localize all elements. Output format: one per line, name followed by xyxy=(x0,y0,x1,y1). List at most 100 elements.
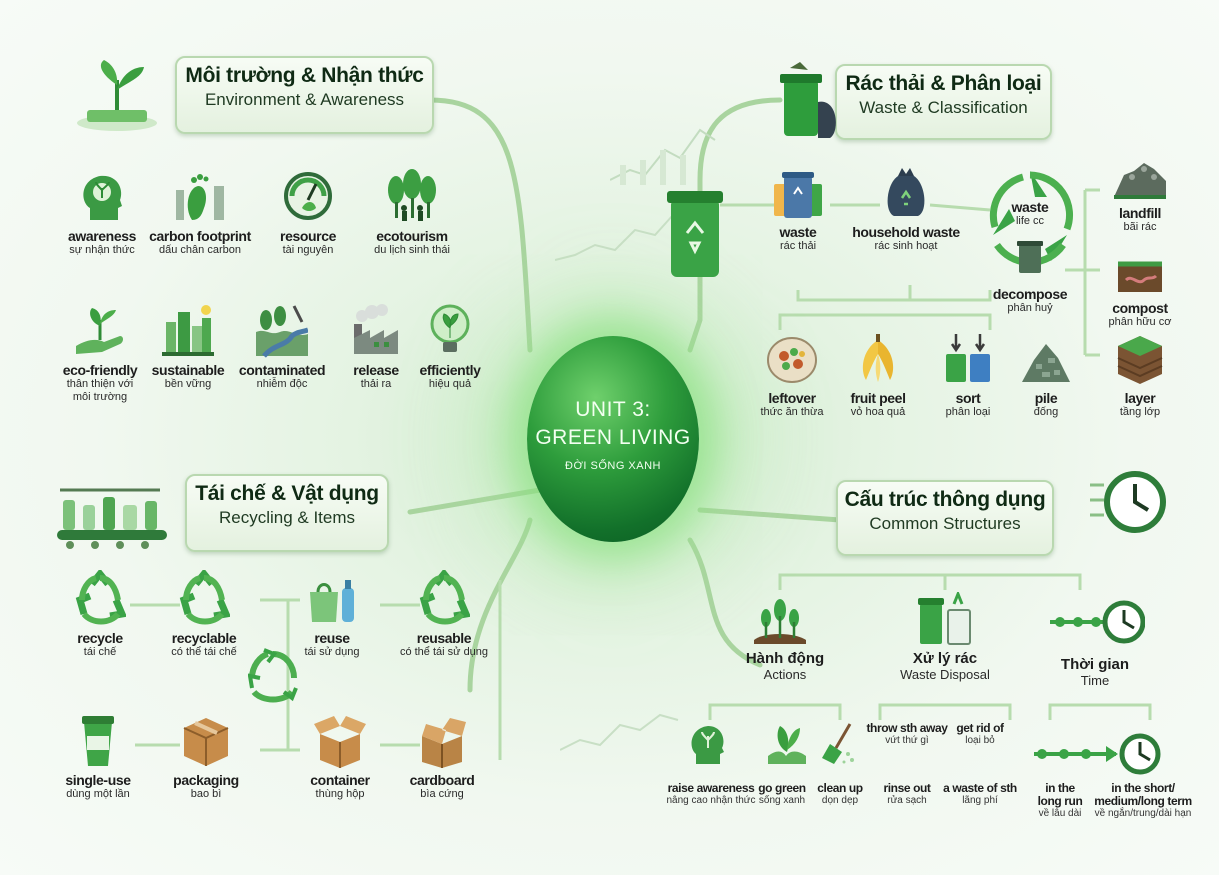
item-term: efficiently xyxy=(419,362,481,378)
item-translation: thùng hộp xyxy=(315,788,365,800)
item-term: cardboard xyxy=(409,772,475,788)
item-term: household waste xyxy=(852,224,960,240)
section-title-en: Common Structures xyxy=(869,514,1021,533)
clock-header-icon xyxy=(1090,471,1166,533)
item-term: sustainable xyxy=(151,362,225,378)
polluted-river-icon xyxy=(256,305,309,358)
item-term: awareness xyxy=(67,228,136,244)
soil-layer-icon xyxy=(1117,336,1163,384)
item-translation: phân hữu cơ xyxy=(1108,316,1172,328)
env-item-eco-friendly: eco-friendly thân thiện với môi trường xyxy=(40,302,160,404)
item-translation: nhiễm độc xyxy=(256,378,308,390)
conveyor-bottles-icon xyxy=(57,488,167,549)
cup-icon xyxy=(82,716,114,766)
waste-item-layer: layer tầng lớp xyxy=(1080,330,1200,419)
phrase-translation: sống xanh xyxy=(758,795,806,806)
item-translation: du lịch sinh thái xyxy=(374,244,450,256)
section-title-en: Waste & Classification xyxy=(859,98,1028,117)
item-term: release xyxy=(353,362,399,378)
recycle-item-reusable: reusable có thể tái sử dụng xyxy=(384,568,504,659)
item-translation: tái chế xyxy=(83,646,117,658)
item-translation: dùng một lần xyxy=(66,788,130,800)
phrase-translation: rửa sạch xyxy=(887,795,927,806)
waste-item-decompose: decompose phân huỷ xyxy=(970,287,1090,315)
item-translation: thân thiện với môi trường xyxy=(66,378,134,403)
item-translation: đống xyxy=(1033,406,1059,418)
phrase-term: a waste of sth xyxy=(943,781,1017,795)
hub-subtitle: ĐỜI SỐNG XANH xyxy=(565,460,661,472)
phrase-translation: dọn dẹp xyxy=(821,795,859,806)
item-translation: thức ăn thừa xyxy=(760,406,824,418)
phrase-translation: vứt thứ gì xyxy=(885,735,929,746)
item-translation: thải ra xyxy=(360,378,392,390)
recycle-item-cardboard: cardboard bìa cứng xyxy=(382,712,502,801)
phrase-term: get rid of xyxy=(956,721,1004,735)
item-translation: tài nguyên xyxy=(282,244,334,256)
item-translation: rác thải xyxy=(779,240,817,252)
item-term: compost xyxy=(1112,300,1168,316)
waste-item-waste: waste rác thải xyxy=(738,164,858,253)
center-hub: UNIT 3: GREEN LIVING ĐỜI SỐNG XANH xyxy=(527,336,699,542)
section-title-en: Recycling & Items xyxy=(218,508,356,527)
waste-item-compost: compost phân hữu cơ xyxy=(1080,240,1200,329)
gauge-leaf-icon xyxy=(284,172,332,220)
item-term: ecotourism xyxy=(376,228,448,244)
phrase-term: in the short/ medium/long term xyxy=(1094,781,1192,808)
item-term: contaminated xyxy=(238,362,326,378)
box-icon xyxy=(183,718,229,766)
faint-line-chart-icon xyxy=(555,214,674,261)
disposal-bins-icon xyxy=(918,592,971,645)
env-item-sustainable: sustainable bền vững xyxy=(128,302,248,391)
faint-chart-icon xyxy=(610,128,716,185)
box-open-icon xyxy=(314,716,366,768)
item-translation: bao bì xyxy=(190,788,222,800)
phrase-translation: về ngắn/trung/dài hạn xyxy=(1094,808,1192,819)
phrase-term: raise awareness xyxy=(667,781,755,795)
recycle-icon xyxy=(75,568,127,625)
faint-chart-bottom-icon xyxy=(560,713,679,751)
phrase-short-medium-long-term: in the short/ medium/long term về ngắn/t… xyxy=(1078,782,1208,820)
item-translation: life cc xyxy=(1015,215,1045,227)
section-title-vi: Rác thải & Phân loại xyxy=(845,72,1042,95)
phrase-translation: lãng phí xyxy=(962,795,998,806)
phrase-go-green: go green sống xanh xyxy=(732,782,832,807)
phrase-clean-up: clean up dọn dẹp xyxy=(792,782,888,807)
env-item-release: release thải ra xyxy=(316,302,436,391)
factory-smoke-icon xyxy=(354,304,398,354)
recycle-item-single-use: single-use dùng một lần xyxy=(38,712,158,801)
phrase-translation: loại bỏ xyxy=(965,735,995,746)
item-translation: phân loại xyxy=(945,406,991,418)
item-translation: bãi rác xyxy=(1123,221,1157,233)
env-item-efficiently: efficiently hiệu quả xyxy=(390,302,510,391)
item-term: recyclable xyxy=(171,630,237,646)
item-term: resource xyxy=(280,228,336,244)
item-translation: bền vững xyxy=(164,378,212,390)
item-translation: vỏ hoa quả xyxy=(850,406,906,418)
hand-plant-icon xyxy=(76,308,123,354)
recycle-item-recycle: recycle tái chế xyxy=(40,568,160,659)
env-item-awareness: awareness sự nhận thức xyxy=(42,168,162,257)
timeline-clock-icon xyxy=(1050,600,1145,644)
item-translation: sự nhận thức xyxy=(69,244,135,256)
section-title-vi: Tái chế & Vật dụng xyxy=(195,482,379,505)
item-term: reusable xyxy=(416,630,472,646)
phrase-a-waste-of: a waste of sth lãng phí xyxy=(930,782,1030,807)
recycle-icon xyxy=(179,568,231,625)
env-item-ecotourism: ecotourism du lịch sinh thái xyxy=(352,168,472,257)
item-term: leftover xyxy=(768,390,816,406)
waste-item-household-waste: household waste rác sinh hoạt xyxy=(846,164,966,253)
section-structures-header: Cấu trúc thông dụng Common Structures xyxy=(836,480,1054,556)
recycle-icon xyxy=(419,568,471,625)
structure-time: Thời gian Time xyxy=(1030,656,1160,688)
item-translation: rác sinh hoạt xyxy=(874,240,938,252)
item-translation: có thể tái sử dụng xyxy=(399,646,489,658)
item-term: layer xyxy=(1124,390,1156,406)
item-term: carbon footprint xyxy=(149,228,251,244)
hands-leaf-icon xyxy=(768,726,806,764)
phrase-term: clean up xyxy=(817,781,863,795)
seedlings-icon xyxy=(754,599,806,644)
structure-subtitle: Actions xyxy=(763,667,807,682)
forest-people-icon xyxy=(388,169,436,221)
section-title-en: Environment & Awareness xyxy=(204,90,405,109)
